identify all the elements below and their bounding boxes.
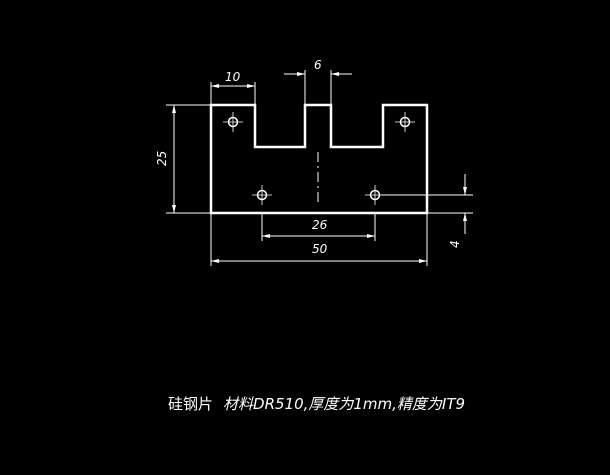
dimension-overall-width (210, 214, 428, 266)
drawing-caption: 硅钢片材料DR510,厚度为1mm,精度为IT9 (168, 393, 465, 414)
dimension-slot-width-label: 6 (314, 58, 322, 72)
hole-top-right (395, 112, 415, 132)
part-name: 硅钢片 (168, 395, 214, 413)
part-outline (209, 103, 429, 215)
dimension-hole-offset (381, 174, 473, 234)
dimension-hole-spacing-label: 26 (312, 218, 328, 232)
dimension-overall-width-label: 50 (312, 242, 328, 256)
dimension-hole-spacing (261, 214, 376, 241)
dimension-hole-offset-label: 4 (448, 240, 462, 248)
hole-top-left (223, 112, 243, 132)
hole-bottom-left (252, 185, 272, 205)
dimension-height-label: 25 (155, 151, 169, 166)
dimension-slot-width (284, 70, 352, 104)
hole-bottom-right (365, 185, 385, 205)
dimension-height (166, 104, 210, 214)
material-spec: 材料DR510,厚度为1mm,精度为IT9 (223, 395, 466, 413)
dimension-tab-width (210, 82, 256, 104)
dimension-tab-width-label: 10 (225, 70, 241, 84)
